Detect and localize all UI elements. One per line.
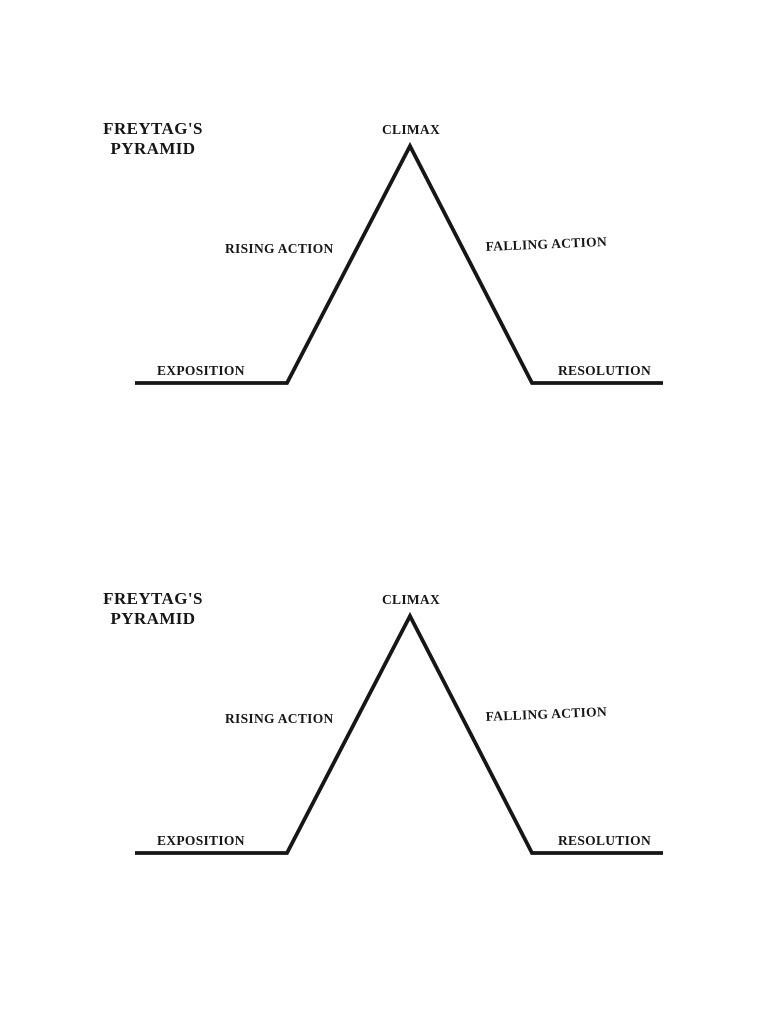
- diagram-title-line2: PYRAMID: [110, 609, 196, 628]
- climax-label: CLIMAX: [381, 122, 441, 137]
- rising-action-label: RISING ACTION: [225, 711, 334, 726]
- diagram-title-line1: FREYTAG'S: [103, 119, 203, 138]
- climax-label: CLIMAX: [381, 592, 441, 607]
- diagram-title: FREYTAG'S PYRAMID: [98, 589, 208, 629]
- pyramid-line-art: [135, 611, 663, 855]
- freytag-pyramid-diagram-1: FREYTAG'S PYRAMID CLIMAX RISING ACTION F…: [0, 0, 768, 420]
- diagram-title: FREYTAG'S PYRAMID: [98, 119, 208, 159]
- diagram-title-line2: PYRAMID: [110, 139, 196, 158]
- resolution-label: RESOLUTION: [558, 833, 652, 848]
- freytag-pyramid-diagram-2: FREYTAG'S PYRAMID CLIMAX RISING ACTION F…: [0, 470, 768, 890]
- diagram-title-line1: FREYTAG'S: [103, 589, 203, 608]
- exposition-label: EXPOSITION: [157, 833, 245, 848]
- pyramid-outline: [135, 141, 663, 385]
- resolution-label: RESOLUTION: [558, 363, 652, 378]
- rising-action-label: RISING ACTION: [225, 241, 334, 256]
- pyramid-line-art: [135, 141, 663, 385]
- pyramid-outline: [135, 611, 663, 855]
- exposition-label: EXPOSITION: [157, 363, 245, 378]
